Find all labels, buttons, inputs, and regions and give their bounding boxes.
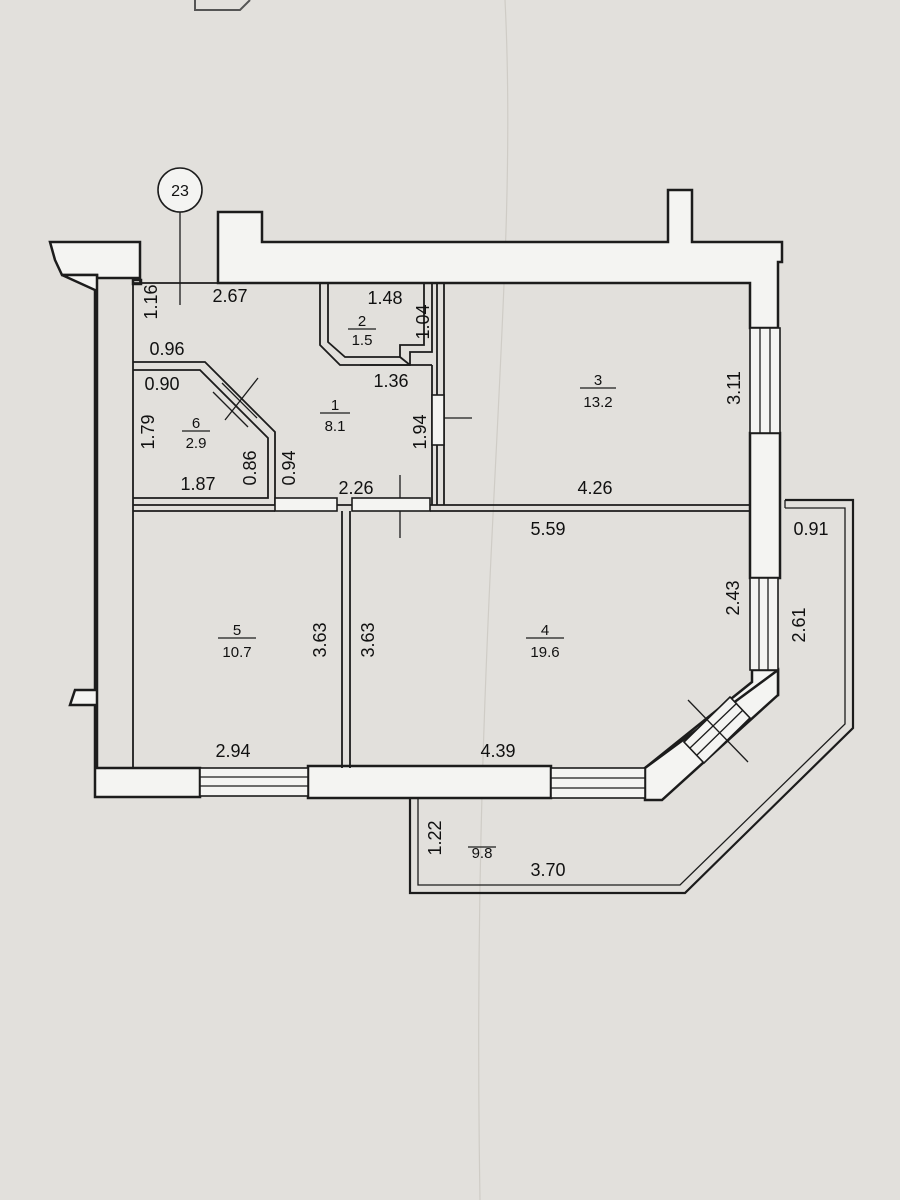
room-1-area: 8.1 (325, 418, 346, 435)
room-5-number: 5 (233, 622, 241, 639)
dim-room4-bottom: 4.39 (480, 741, 515, 761)
dim-closet-top: 0.96 (149, 339, 184, 359)
dim-room5-width: 2.94 (215, 741, 250, 761)
dim-door-gap: 0.94 (279, 450, 299, 485)
dim-room4-window: 2.43 (723, 580, 743, 615)
dim-bath-depth: 1.04 (413, 304, 433, 339)
balcony-area: 9.8 (472, 845, 493, 862)
room-2-area: 1.5 (352, 332, 373, 349)
room-4-area: 19.6 (530, 644, 559, 661)
paper-corner-mark (194, 0, 251, 11)
axis-marker: 23 (157, 167, 203, 305)
dim-closet-inner: 0.86 (240, 450, 260, 485)
dim-balcony-top: 0.91 (793, 519, 828, 539)
dim-closet-diag: 0.90 (144, 374, 179, 394)
dim-wall-left: 3.63 (310, 622, 330, 657)
axis-label: 23 (171, 183, 189, 200)
room-2-number: 2 (358, 313, 366, 330)
dim-hall-bottom: 2.26 (338, 478, 373, 498)
dim-balcony-depth: 1.22 (425, 820, 445, 855)
room-3-area: 13.2 (583, 394, 612, 411)
room-4-number: 4 (541, 622, 549, 639)
dim-bath-width: 1.48 (367, 288, 402, 308)
room-5-area: 10.7 (222, 644, 251, 661)
dim-balcony-side: 2.61 (789, 607, 809, 642)
dim-hall-gap: 1.36 (373, 371, 408, 391)
balcony (408, 498, 855, 895)
dim-wall-right: 3.63 (358, 622, 378, 657)
dimension-labels: 2.67 1.16 1.48 1.04 1.36 0.96 0.90 1.79 … (138, 284, 829, 880)
dim-balcony-length: 3.70 (530, 860, 565, 880)
dim-hall-height: 1.94 (410, 414, 430, 449)
dim-closet-height: 1.79 (138, 414, 158, 449)
windows (199, 327, 781, 799)
room-labels: 1 8.1 2 1.5 3 13.2 4 19.6 5 10.7 6 2.9 9… (182, 313, 616, 862)
dim-closet-bottom: 1.87 (180, 474, 215, 494)
dim-room3-width: 4.26 (577, 478, 612, 498)
room-3-number: 3 (594, 372, 602, 389)
partitions (132, 242, 750, 768)
room-1-number: 1 (331, 397, 339, 414)
dim-room3-height: 3.11 (724, 371, 744, 405)
room-6-number: 6 (192, 415, 200, 432)
dim-entry-side: 1.16 (141, 284, 161, 319)
room-6-area: 2.9 (186, 435, 207, 452)
dim-room4-width: 5.59 (530, 519, 565, 539)
dim-entry-top: 2.67 (212, 286, 247, 306)
paper-fold (478, 0, 509, 1200)
entry-stub (131, 278, 143, 286)
